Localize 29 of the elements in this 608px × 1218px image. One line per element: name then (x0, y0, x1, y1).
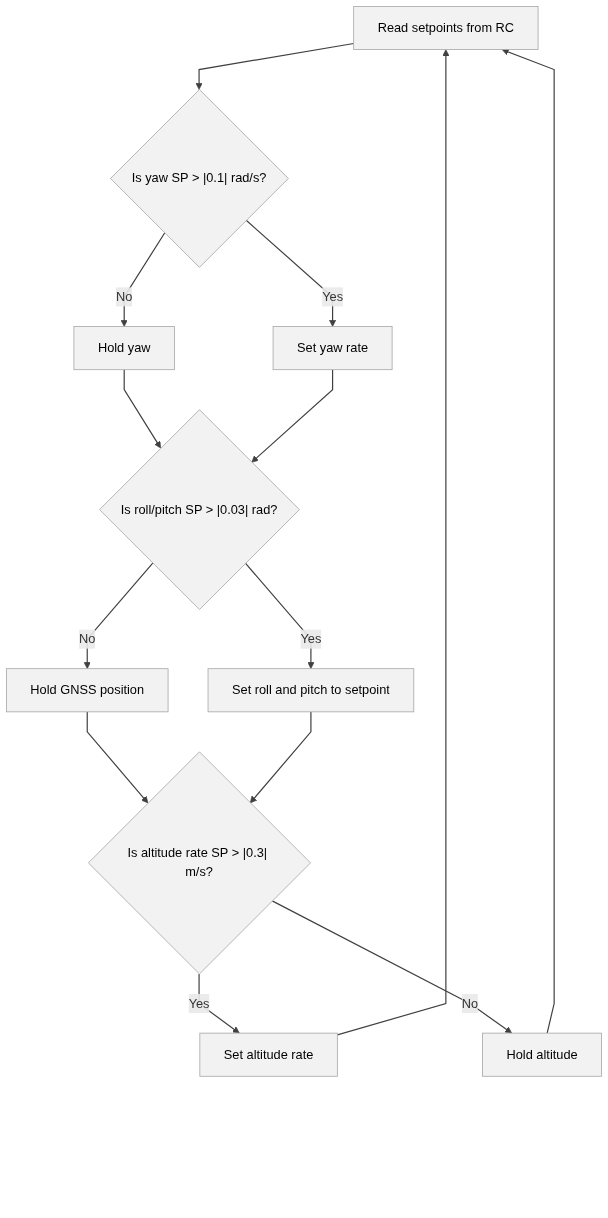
node-box: Hold GNSS position (6, 668, 169, 713)
edge-label: Yes (300, 631, 322, 646)
arrow (251, 369, 334, 463)
node-box: Set roll and pitch to setpoint (207, 668, 415, 713)
arrow (245, 219, 337, 327)
edge-label: Yes (188, 996, 210, 1010)
arrow (83, 562, 154, 669)
arrow (198, 973, 240, 1034)
node-box: Read setpoints from RC (353, 6, 539, 50)
arrow (244, 562, 315, 669)
node-box: Hold altitude (482, 1032, 602, 1077)
edge-label: No (116, 289, 133, 304)
arrow (195, 42, 355, 90)
arrow (86, 711, 149, 804)
node-box: Hold yaw (73, 326, 175, 371)
edge-label: No (461, 996, 479, 1010)
arrow (501, 48, 555, 1034)
edge-label: No (79, 631, 96, 646)
node-box: Set yaw rate (272, 326, 393, 371)
node-box: Set altitude rate (199, 1032, 338, 1077)
arrow (336, 49, 450, 1036)
edge-label: Yes (322, 289, 344, 304)
node-diamond: Is yaw SP > |0.1| rad/s? (110, 89, 289, 268)
arrow (271, 900, 512, 1034)
arrow (120, 232, 166, 327)
node-diamond: Is altitude rate SP > |0.3| m/s? (87, 751, 311, 975)
arrow (123, 369, 161, 449)
arrow (249, 711, 312, 804)
node-diamond: Is roll/pitch SP > |0.03| rad? (99, 409, 300, 610)
